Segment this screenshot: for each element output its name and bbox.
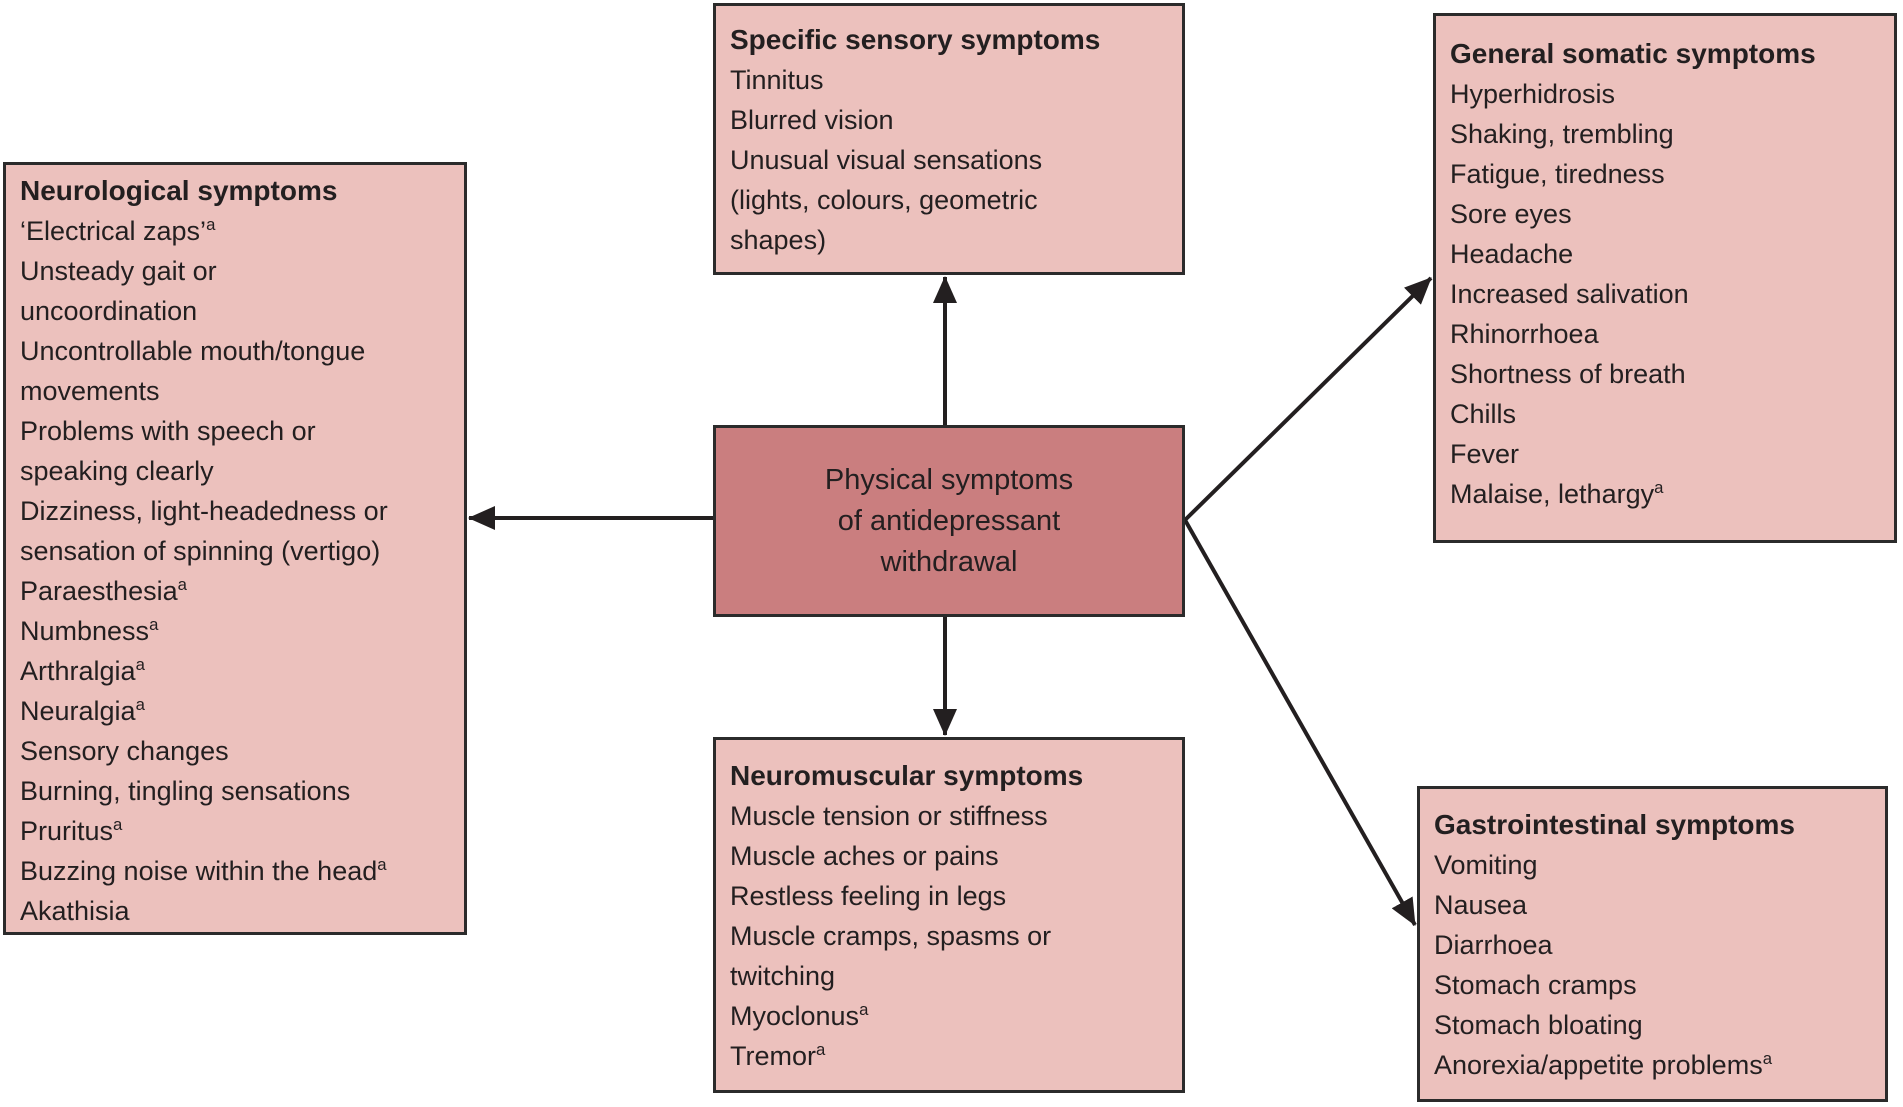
arrow-to-gastrointestinal [1183, 519, 1417, 926]
symptom-line: Myoclonusa [730, 1000, 869, 1031]
symptom-line: Vomiting [1434, 850, 1538, 880]
symptom-line: Akathisia [20, 896, 130, 926]
neuromuscular-symptoms-box: Neuromuscular symptoms Muscle tension or… [713, 737, 1185, 1093]
symptom-line: Nausea [1434, 890, 1528, 920]
box-title-neuromuscular: Neuromuscular symptoms [730, 760, 1084, 791]
symptom-line: Headache [1450, 239, 1574, 269]
symptom-line: Dizziness, light-headedness or [20, 496, 388, 526]
symptom-line: Unsteady gait or [20, 256, 217, 286]
symptom-line: Anorexia/appetite problemsa [1434, 1049, 1773, 1080]
symptom-line: twitching [730, 961, 836, 991]
symptom-line: Muscle cramps, spasms or [730, 921, 1052, 951]
box-title-general-somatic: General somatic symptoms [1450, 38, 1816, 69]
neurological-symptoms-box: Neurological symptoms ‘Electrical zaps’a… [3, 162, 467, 935]
symptom-line: Neuralgiaa [20, 695, 145, 726]
symptom-line: Fatigue, tiredness [1450, 159, 1665, 189]
symptom-line: Diarrhoea [1434, 930, 1553, 960]
central-box-line: of antidepressant [837, 504, 1061, 537]
symptom-line: Tremora [730, 1040, 826, 1071]
box-title-neurological: Neurological symptoms [20, 175, 338, 206]
symptom-line: Chills [1450, 399, 1517, 429]
symptom-line: Buzzing noise within the heada [20, 855, 387, 886]
symptom-line: Rhinorrhoea [1450, 319, 1599, 349]
symptom-line: (lights, colours, geometric [730, 185, 1038, 215]
symptom-line: Fever [1450, 439, 1520, 469]
symptom-line: Shaking, trembling [1450, 119, 1674, 149]
symptom-line: uncoordination [20, 296, 198, 326]
symptom-line: Restless feeling in legs [730, 881, 1007, 911]
symptom-line: Uncontrollable mouth/tongue [20, 336, 366, 366]
symptom-line: Muscle tension or stiffness [730, 801, 1048, 831]
symptom-line: Muscle aches or pains [730, 841, 999, 871]
central-box-physical-symptoms: Physical symptoms of antidepressant with… [713, 425, 1185, 617]
symptom-line: Arthralgiaa [20, 655, 145, 686]
symptom-line: Sensory changes [20, 736, 229, 766]
symptom-line: Shortness of breath [1450, 359, 1686, 389]
box-title-specific-sensory: Specific sensory symptoms [730, 24, 1101, 55]
symptom-line: Tinnitus [730, 65, 824, 95]
symptom-line: Unusual visual sensations [730, 145, 1043, 175]
symptom-line: Burning, tingling sensations [20, 776, 351, 806]
box-title-gastrointestinal: Gastrointestinal symptoms [1434, 809, 1795, 840]
symptom-line: movements [20, 376, 160, 406]
symptom-line: Paraesthesiaa [20, 575, 187, 606]
symptom-line: ‘Electrical zaps’a [20, 215, 216, 246]
symptom-line: sensation of spinning (vertigo) [20, 536, 381, 566]
symptom-line: shapes) [730, 225, 827, 255]
symptom-line: Stomach cramps [1434, 970, 1637, 1000]
symptom-line: Numbnessa [20, 615, 159, 646]
symptom-line: Stomach bloating [1434, 1010, 1643, 1040]
symptom-line: Blurred vision [730, 105, 894, 135]
symptom-line: Problems with speech or [20, 416, 316, 446]
arrow-to-general-somatic [1183, 276, 1433, 522]
symptom-line: Increased salivation [1450, 279, 1689, 309]
symptom-line: Malaise, lethargya [1450, 478, 1664, 509]
symptom-line: speaking clearly [20, 456, 214, 486]
symptom-line: Sore eyes [1450, 199, 1572, 229]
central-box-line: Physical symptoms [824, 463, 1074, 496]
symptom-line: Pruritusa [20, 815, 123, 846]
central-box-line: withdrawal [880, 545, 1018, 578]
symptom-line: Hyperhidrosis [1450, 79, 1616, 109]
